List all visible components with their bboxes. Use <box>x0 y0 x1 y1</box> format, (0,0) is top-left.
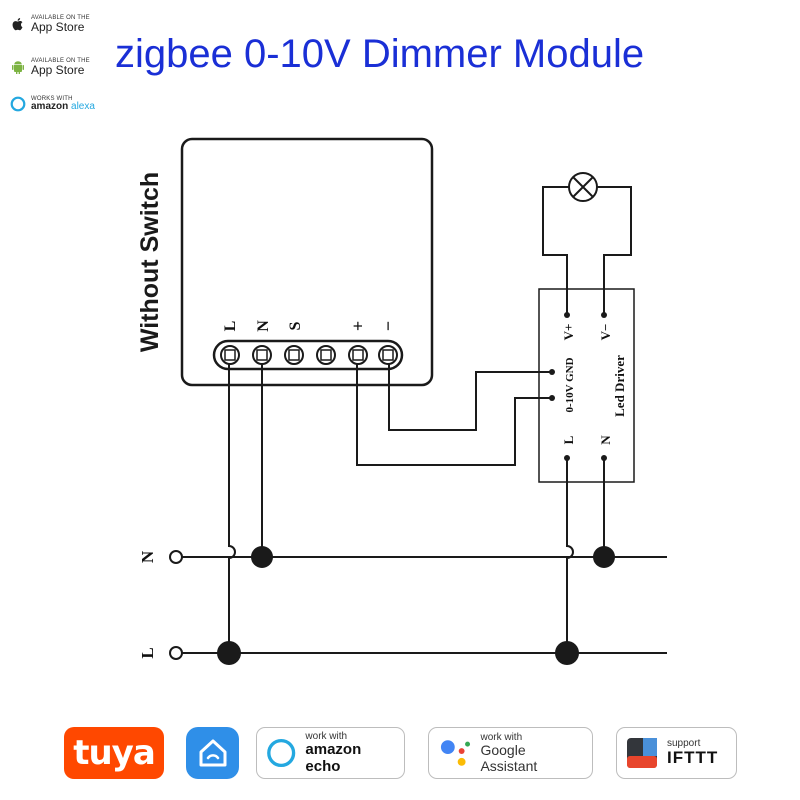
alexa-brand: alexa <box>71 101 95 112</box>
terminal-label-plus: + <box>348 321 368 331</box>
apple-icon <box>12 18 23 31</box>
mains-n-label: N <box>138 550 157 563</box>
amazon-brand: amazon <box>31 101 69 112</box>
driver-vplus-label: V+ <box>561 324 576 341</box>
terminal-label-s: S <box>287 321 304 330</box>
lamp-wire <box>542 186 632 315</box>
mains-l-label: L <box>138 647 157 658</box>
badge-small-text: WORKS WITH <box>31 96 73 102</box>
app-store-badge: AVAILABLE ON THE App Store <box>10 13 90 35</box>
tuya-logo: tuya <box>64 727 164 779</box>
driver-name-label: Led Driver <box>612 355 627 417</box>
android-icon <box>12 61 24 74</box>
dimmer-module <box>180 137 434 387</box>
badge-small-text: AVAILABLE ON THE <box>31 58 90 64</box>
terminal-label-minus: − <box>378 321 398 331</box>
alexa-icon <box>10 96 26 112</box>
mains-n-terminal <box>169 550 183 564</box>
badge-store-name: App Store <box>31 63 85 77</box>
smart-home-logo <box>186 727 239 779</box>
echo-small-text: work with <box>305 731 348 742</box>
driver-vminus-label: V− <box>598 324 613 341</box>
page-title: zigbee 0-10V Dimmer Module <box>115 32 645 76</box>
badge-small-text: AVAILABLE ON THE <box>31 15 90 21</box>
ifttt-logo: support IFTTT <box>616 727 737 779</box>
alexa-ring-icon <box>267 738 296 768</box>
home-icon <box>199 739 226 767</box>
ifttt-big-text: IFTTT <box>667 748 719 768</box>
terminal-label-l: L <box>222 321 239 332</box>
echo-big-text: amazon echo <box>305 741 362 775</box>
badge-store-name: App Store <box>31 20 85 34</box>
android-store-badge: AVAILABLE ON THE App Store <box>10 56 90 78</box>
terminal-screws <box>220 345 398 365</box>
alexa-badge: WORKS WITH amazon alexa <box>10 93 95 115</box>
mains-l-terminal <box>169 646 183 660</box>
driver-n-label: N <box>598 435 613 445</box>
driver-l-label: L <box>561 435 576 444</box>
google-assistant-logo: work with Google Assistant <box>428 727 593 779</box>
google-assistant-icon <box>440 740 471 766</box>
module-l-wire <box>228 356 236 652</box>
junction-dots <box>217 312 615 665</box>
ga-big-text: Google Assistant <box>480 742 538 774</box>
terminal-strip <box>212 339 404 371</box>
driver-dim-label: 0-10V GND <box>564 357 576 412</box>
amazon-echo-logo: work with amazon echo <box>256 727 405 779</box>
ifttt-app-icon <box>627 738 657 768</box>
dim-minus-wire <box>388 356 552 431</box>
dim-plus-wire <box>356 356 552 466</box>
ifttt-small-text: support <box>667 738 701 750</box>
ga-small-text: work with <box>480 732 523 744</box>
terminal-label-n: N <box>255 320 272 332</box>
led-driver-box <box>538 288 635 483</box>
driver-l-wire <box>566 458 574 652</box>
without-switch-label: Without Switch <box>136 172 164 352</box>
